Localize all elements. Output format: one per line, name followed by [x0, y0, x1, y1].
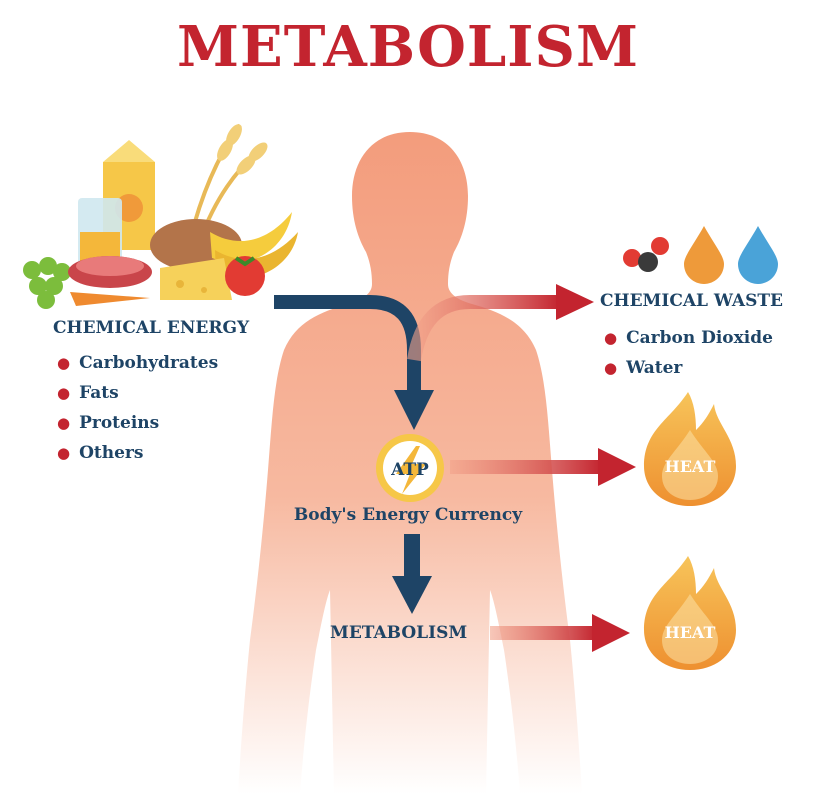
list-item-label: Water: [626, 358, 683, 378]
list-item-label: Carbohydrates: [79, 353, 219, 373]
page-title: METABOLISM: [177, 14, 639, 80]
bullet-icon: ●: [57, 354, 71, 372]
atp-label: ATP: [390, 460, 429, 480]
list-item: ● Water: [604, 353, 773, 383]
blue-drop-icon: [738, 226, 778, 284]
heat-label-1: HEAT: [665, 457, 716, 476]
atp-heat-arrow: [450, 448, 636, 486]
bullet-icon: ●: [57, 384, 71, 402]
waste-output-arrow: [407, 284, 594, 362]
list-item: ● Others: [57, 438, 218, 468]
bullet-icon: ●: [57, 414, 71, 432]
chemical-energy-heading: CHEMICAL ENERGY: [53, 318, 250, 338]
list-item-label: Others: [79, 443, 144, 463]
flame-icon: HEAT: [644, 556, 736, 670]
chemical-energy-list: ● Carbohydrates ● Fats ● Proteins ● Others: [57, 348, 218, 468]
metabolism-heat-arrow: [490, 614, 630, 652]
list-item-label: Fats: [79, 383, 119, 403]
list-item: ● Carbon Dioxide: [604, 323, 773, 353]
atp-caption: Body's Energy Currency: [293, 505, 523, 525]
chemical-waste-heading: CHEMICAL WASTE: [600, 291, 783, 311]
list-item-label: Proteins: [79, 413, 160, 433]
list-item: ● Proteins: [57, 408, 218, 438]
chemical-waste-list: ● Carbon Dioxide ● Water: [604, 323, 773, 383]
list-item: ● Fats: [57, 378, 218, 408]
orange-drop-icon: [684, 226, 724, 284]
co2-molecule-icon: [623, 237, 669, 272]
flame-icon: HEAT: [644, 392, 736, 506]
metabolism-label: METABOLISM: [330, 623, 468, 643]
metabolism-arrow: [392, 534, 432, 614]
food-group-icon: [23, 123, 298, 309]
bullet-icon: ●: [57, 444, 71, 462]
heat-label-2: HEAT: [665, 623, 716, 642]
atp-bolt-icon: ATP: [376, 434, 444, 502]
bullet-icon: ●: [604, 329, 618, 347]
bullet-icon: ●: [604, 359, 618, 377]
list-item: ● Carbohydrates: [57, 348, 218, 378]
list-item-label: Carbon Dioxide: [626, 328, 773, 348]
